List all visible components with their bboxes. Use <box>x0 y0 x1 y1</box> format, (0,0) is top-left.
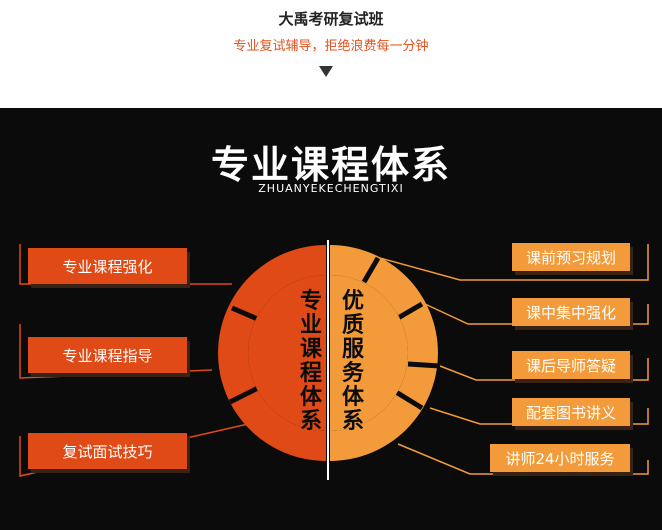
right-item-3: 课后导师答疑 <box>512 351 630 379</box>
left-item-2: 专业课程指导 <box>28 337 187 373</box>
connector-line-right-3 <box>439 358 649 381</box>
right-item-5: 讲师24小时服务 <box>490 444 630 472</box>
poster-subtitle: ZHUANYEKECHENGTIXI <box>258 182 404 195</box>
ring-right-half <box>330 245 438 461</box>
left-item-3: 复试面试技巧 <box>28 433 187 469</box>
right-item-4: 配套图书讲义 <box>512 398 630 426</box>
poster-title: 专业课程体系 <box>210 143 451 187</box>
right-item-2: 课中集中强化 <box>512 298 630 326</box>
connector-line-right-5 <box>397 443 649 475</box>
ring-left-label: 专业课程体系 <box>299 289 322 434</box>
down-triangle-icon <box>319 66 333 77</box>
page-title: 大禹考研复试班 <box>278 10 384 28</box>
left-item-1: 专业课程强化 <box>28 248 187 284</box>
right-item-1: 课前预习规划 <box>512 243 630 271</box>
ring-left-half <box>218 245 326 461</box>
connector-line-left-1 <box>19 244 232 285</box>
connector-line-right-1 <box>379 244 649 281</box>
course-system-poster: 专业课程体系 ZHUANYEKECHENGTIXI <box>0 108 662 530</box>
ring-right-label: 优质服务体系 <box>341 289 364 434</box>
page-subtitle: 专业复试辅导，拒绝浪费每一分钟 <box>233 39 429 54</box>
